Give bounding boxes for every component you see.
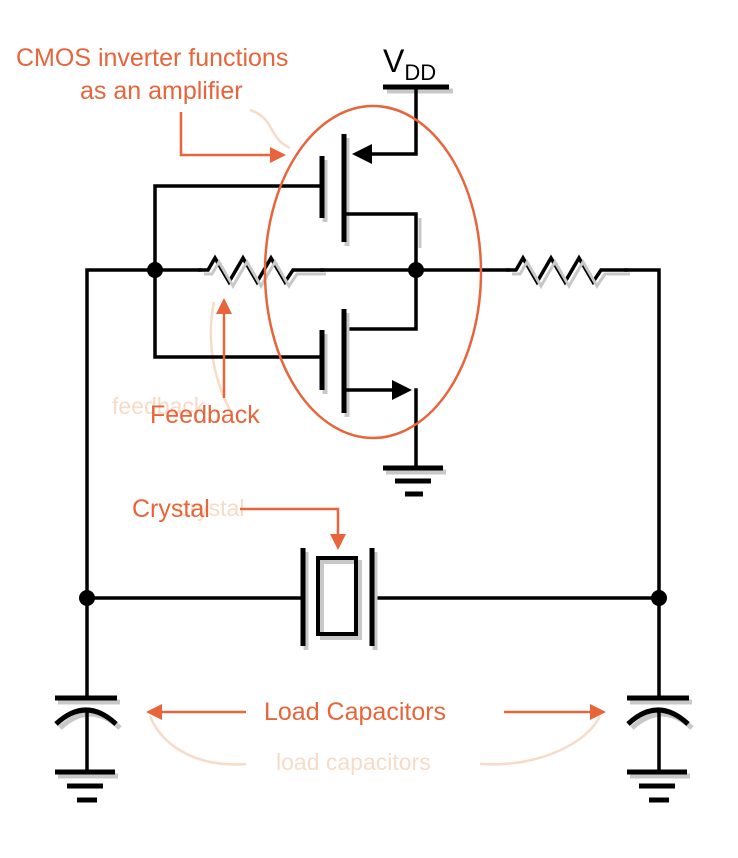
pmos-transistor xyxy=(319,85,422,272)
right-main-wire xyxy=(624,268,661,600)
vdd-label-subscript: DD xyxy=(404,60,436,85)
junction-crystal-right xyxy=(651,590,667,606)
annotations: CMOS inverter functions as an amplifier … xyxy=(16,44,606,726)
watermark-feedback: feedback xyxy=(112,393,206,419)
arrow-load-left-head xyxy=(146,704,162,720)
ground-symbol-inverter xyxy=(383,465,446,497)
vdd-supply: VDD xyxy=(383,43,453,94)
label-load-capacitors: Load Capacitors xyxy=(264,698,446,726)
pmos-arrow xyxy=(352,144,372,164)
nmos-transistor xyxy=(319,268,418,470)
feedback-resistor-shadow xyxy=(204,259,326,289)
watermark-curve-inverter xyxy=(249,108,291,150)
arrow-load-right-head xyxy=(590,704,606,720)
label-inverter-line1: CMOS inverter functions xyxy=(16,44,288,72)
vdd-label: VDD xyxy=(383,43,436,85)
label-feedback: Feedback xyxy=(150,401,260,429)
load-capacitor-right xyxy=(626,596,694,803)
watermark-layer: feedback crystal load capacitors xyxy=(112,108,602,775)
watermark-curve-load-right xyxy=(479,715,602,766)
label-crystal: Crystal xyxy=(132,495,210,523)
nmos-arrow xyxy=(392,380,412,400)
watermark-crystal: crystal xyxy=(178,495,244,521)
junction-dots xyxy=(79,262,667,606)
arrow-inverter xyxy=(179,112,272,157)
junction-output-node xyxy=(408,262,424,278)
watermark-load-capacitors: load capacitors xyxy=(276,749,431,775)
label-inverter-line2: as an amplifier xyxy=(80,77,243,105)
crystal-body xyxy=(316,556,358,636)
vdd-label-main: V xyxy=(383,43,405,79)
left-main-wire xyxy=(85,268,202,600)
watermark-curve-feedback xyxy=(209,301,232,411)
watermark-curve-load-left xyxy=(148,715,247,766)
arrow-crystal-head xyxy=(330,534,346,550)
junction-gate-node xyxy=(147,262,163,278)
inverter-highlight-ellipse xyxy=(263,104,483,440)
arrow-crystal xyxy=(240,507,340,536)
crystal-body-shadow xyxy=(320,560,362,640)
nmos-drain-wire xyxy=(344,268,418,331)
arrow-feedback-head xyxy=(216,298,232,314)
junction-crystal-left xyxy=(79,590,95,606)
cap-right-curve xyxy=(626,707,690,726)
crystal xyxy=(85,548,661,650)
output-resistor-shadow xyxy=(512,259,630,289)
cap-left-curve xyxy=(54,707,118,726)
pmos-source-wire xyxy=(366,85,418,156)
arrow-inverter-head xyxy=(270,147,286,163)
pmos-drain-wire xyxy=(344,212,418,272)
load-capacitor-left xyxy=(54,596,122,803)
